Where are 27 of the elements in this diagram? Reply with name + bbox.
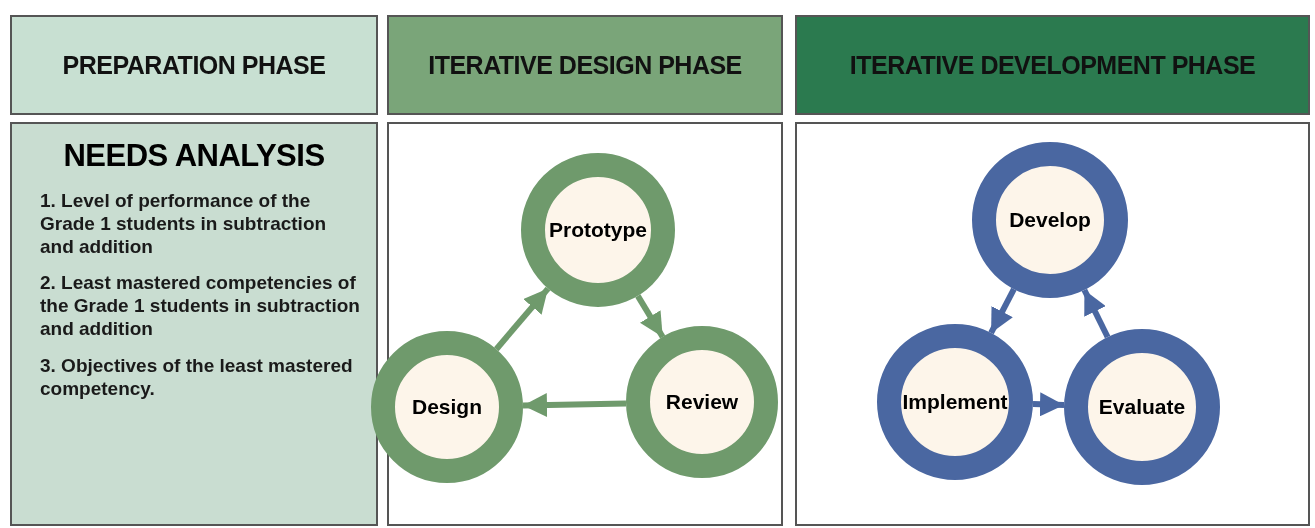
stage-label: Develop xyxy=(1009,208,1091,232)
list-item: 1. Level of performance of the Grade 1 students in subtraction and addition xyxy=(40,190,328,259)
phase-header: PREPARATION PHASE xyxy=(10,15,378,115)
arrow xyxy=(1081,288,1111,339)
stage-label: Prototype xyxy=(549,218,647,242)
phase-header: ITERATIVE DESIGN PHASE xyxy=(387,15,783,115)
stage-label: Review xyxy=(665,390,739,414)
stage-circle xyxy=(626,326,778,478)
stage-circle xyxy=(521,153,675,307)
needs-analysis-panel xyxy=(10,122,378,526)
list-item: 2. Least mastered competencies of the Grade 1 students in subtraction and addition xyxy=(40,272,361,341)
phase-panel xyxy=(795,122,1310,526)
list-item: 3. Objectives of the least mastered competency. xyxy=(40,354,354,401)
stage-circle xyxy=(1064,329,1220,485)
arrow xyxy=(522,393,627,418)
arrow xyxy=(635,294,666,339)
phase-header: ITERATIVE DEVELOPMENT PHASE xyxy=(795,15,1310,115)
stage-circle xyxy=(972,142,1128,298)
panel-heading: NEEDS ANALYSIS xyxy=(62,138,326,174)
arrow xyxy=(1032,392,1065,417)
stage-label: Implement xyxy=(902,390,1008,414)
arrow xyxy=(988,287,1017,335)
stage-label: Design xyxy=(412,395,482,419)
arrow xyxy=(494,286,551,352)
stage-label: Evaluate xyxy=(1098,395,1186,419)
stage-circle xyxy=(877,324,1033,480)
stage-circle xyxy=(371,331,523,483)
